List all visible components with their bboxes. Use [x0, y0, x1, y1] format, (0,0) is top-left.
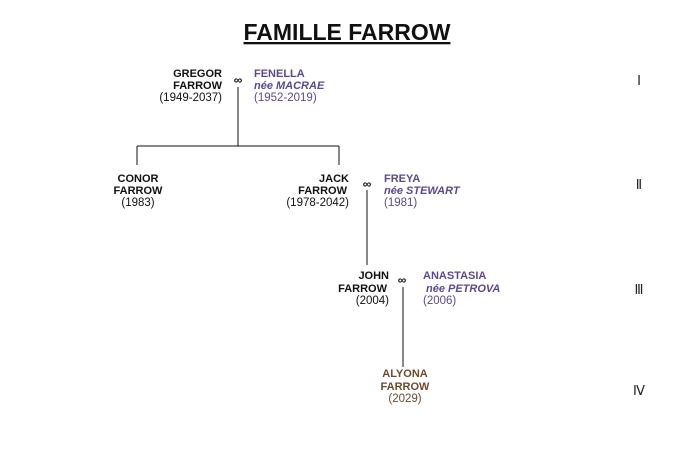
person-anastasia: ANASTASIA née PETROVA (2006): [423, 270, 500, 307]
person-alyona: ALYONA FARROW (2029): [381, 368, 431, 405]
person-last-name: FARROW: [338, 283, 388, 295]
marriage-symbol: ∞: [363, 177, 372, 191]
generation-marker-4: Ⅳ: [633, 384, 645, 399]
spouse-first-name: FENELLA: [254, 68, 305, 80]
person-last-name: FARROW: [173, 80, 223, 92]
person-dates: (2004): [356, 295, 389, 307]
spouse-dates: (2006): [423, 295, 456, 307]
person-gregor: GREGOR FARROW (1949-2037): [159, 68, 222, 104]
person-dates: (1983): [121, 197, 154, 209]
page-title: FAMILLE FARROW: [244, 19, 451, 45]
generation-marker-1: Ⅰ: [637, 74, 641, 89]
person-last-name: FARROW: [298, 185, 348, 197]
person-dates: (1949-2037): [159, 92, 222, 104]
person-first-name: CONOR: [118, 173, 159, 185]
spouse-first-name: FREYA: [384, 173, 420, 185]
person-freya: FREYA née STEWART (1981): [384, 173, 461, 209]
marriage-symbol: ∞: [234, 73, 243, 87]
spouse-maiden-name: née MACRAE: [254, 80, 325, 92]
person-john: JOHN FARROW (2004): [338, 270, 389, 307]
person-fenella: FENELLA née MACRAE (1952-2019): [254, 68, 325, 104]
person-last-name: FARROW: [114, 185, 164, 197]
person-dates: (2029): [388, 393, 421, 405]
person-jack: JACK FARROW (1978-2042): [286, 173, 349, 209]
person-first-name: JACK: [319, 173, 349, 185]
spouse-dates: (1952-2019): [254, 92, 317, 104]
generation-marker-3: Ⅲ: [635, 283, 644, 298]
person-last-name: FARROW: [381, 381, 431, 393]
person-first-name: ALYONA: [382, 368, 427, 380]
spouse-dates: (1981): [384, 197, 417, 209]
spouse-first-name: ANASTASIA: [423, 270, 486, 282]
person-first-name: JOHN: [358, 270, 389, 282]
marriage-symbol: ∞: [398, 273, 407, 287]
spouse-maiden-name: née PETROVA: [426, 283, 500, 295]
person-first-name: GREGOR: [173, 68, 222, 80]
generation-marker-2: Ⅱ: [636, 178, 642, 193]
spouse-maiden-name: née STEWART: [384, 185, 461, 197]
person-dates: (1978-2042): [286, 197, 349, 209]
person-conor: CONOR FARROW (1983): [114, 173, 164, 209]
